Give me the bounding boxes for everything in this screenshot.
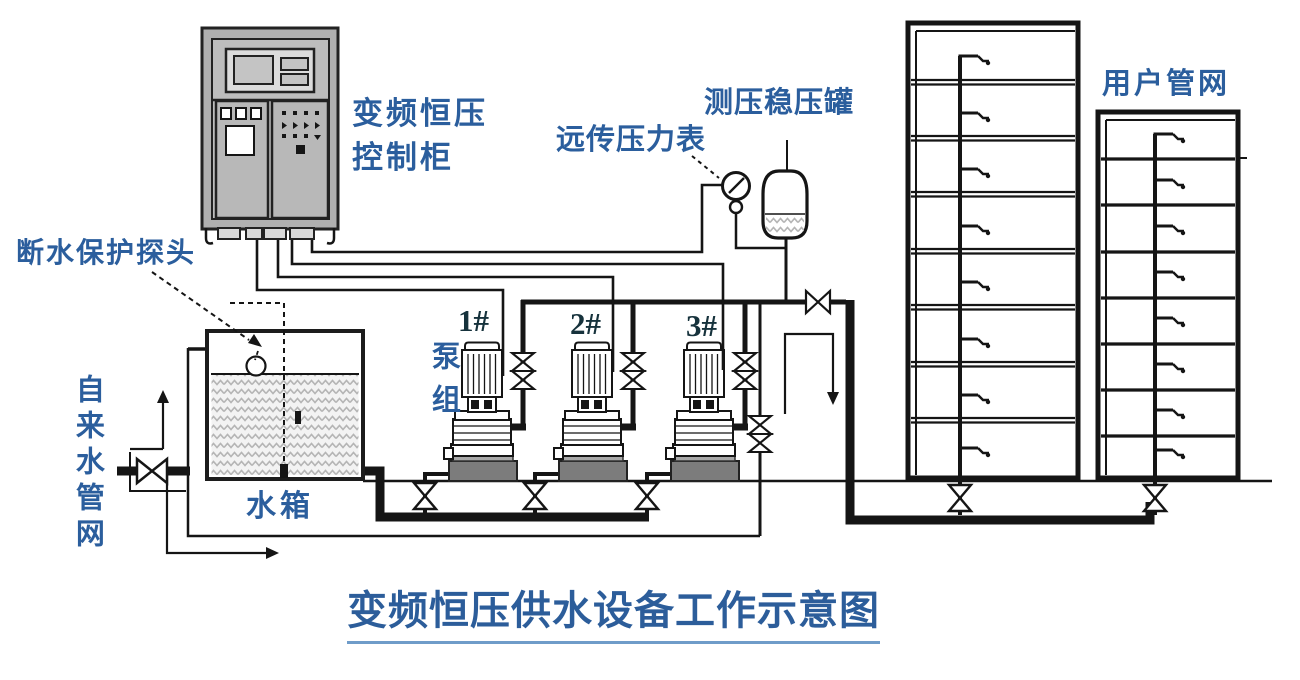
cabinet-buttons <box>220 107 262 156</box>
discharge-manifold <box>521 288 846 536</box>
control-cables <box>255 183 725 376</box>
building-left <box>905 20 1081 515</box>
pressure-tank-label: 测压稳压罐 <box>704 87 855 119</box>
flow-arrow-down <box>783 332 835 414</box>
city-water-label: 自来水管网 <box>71 374 104 554</box>
probe-label: 断水保护探头 <box>16 238 197 269</box>
probe-wire <box>151 271 301 478</box>
pump1-label: 1# <box>458 303 489 338</box>
cabinet-label-line2: 控制柜 <box>352 139 454 175</box>
return-line <box>129 347 760 559</box>
pump-group-label: 泵组 <box>427 341 460 427</box>
inlet-valve-icon <box>135 456 169 486</box>
gauge-label: 远传压力表 <box>556 124 707 156</box>
control-cabinet <box>200 26 340 245</box>
cabinet-label: 变频恒压 控制柜 <box>352 96 488 175</box>
stabilizing-tank-icon <box>761 169 809 240</box>
diagram-title: 变频恒压供水设备工作示意图 <box>347 588 880 644</box>
tank-label: 水箱 <box>246 490 314 523</box>
float-probe-icon <box>245 355 267 377</box>
user-network-label: 用户管网 <box>1102 68 1231 100</box>
inlet-pipe <box>117 456 190 486</box>
cabinet-screen <box>233 55 274 85</box>
manifold-valve-icon <box>804 288 832 316</box>
cabinet-label-line1: 变频恒压 <box>352 96 488 131</box>
cabinet-indicators <box>282 111 321 154</box>
pump2-label: 2# <box>570 306 601 341</box>
pump3-label: 3# <box>686 308 717 343</box>
cabinet-feet <box>204 227 336 245</box>
building-right <box>1095 109 1247 515</box>
pressure-instruments <box>691 140 809 302</box>
